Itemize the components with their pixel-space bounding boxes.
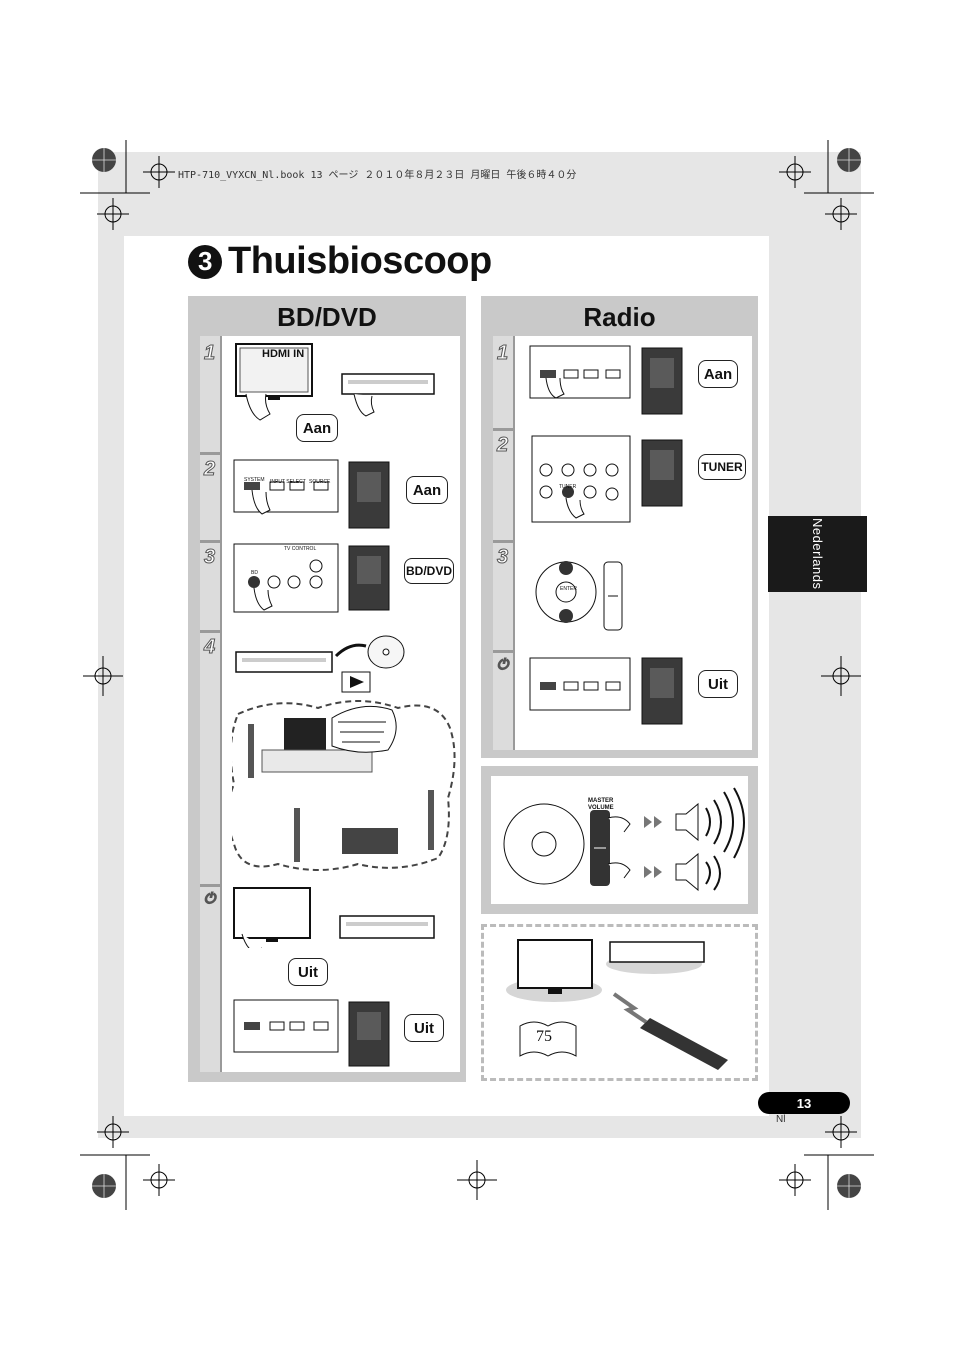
signal-icon bbox=[612, 992, 648, 1024]
hand-icon bbox=[251, 489, 271, 515]
bd-step-off-power-icon: ⏻ bbox=[203, 890, 216, 907]
remote-tune-controls bbox=[535, 561, 623, 631]
hand-icon bbox=[353, 393, 375, 417]
speaker-quiet-icon bbox=[675, 852, 699, 892]
reference-illustration bbox=[506, 939, 728, 1070]
page-title: 3 Thuisbioscoop bbox=[188, 240, 492, 283]
hand-icon bbox=[245, 393, 271, 421]
hand-icon bbox=[565, 497, 585, 519]
bd-dvd-step-strip bbox=[200, 336, 222, 1072]
bd-player-icon bbox=[609, 941, 705, 963]
bd-step-1-number: 1 bbox=[203, 342, 216, 365]
radio-step-2-number: 2 bbox=[496, 434, 509, 457]
bd-step-1-illustration bbox=[235, 343, 435, 421]
remote-system-panel bbox=[529, 657, 631, 711]
reference-panel bbox=[481, 924, 758, 1081]
page-language-code: Nl bbox=[776, 1114, 786, 1125]
hand-icon bbox=[607, 816, 631, 833]
master-volume-label: MASTER VOLUME bbox=[588, 798, 614, 811]
remote-system-panel bbox=[233, 459, 339, 515]
radio-step-1-number: 1 bbox=[496, 342, 509, 365]
language-tab: Nederlands bbox=[768, 516, 867, 592]
radio-heading: Radio bbox=[583, 302, 656, 332]
page-title-text: Thuisbioscoop bbox=[228, 240, 492, 282]
language-tab-label: Nederlands bbox=[810, 518, 825, 590]
radio-step-2-bubble: TUNER bbox=[698, 454, 746, 480]
speaker-icon bbox=[428, 790, 434, 850]
bd-button-label: BD bbox=[251, 570, 258, 576]
bd-step-3-bubble: BD/DVD bbox=[404, 558, 454, 584]
hand-icon bbox=[607, 862, 631, 879]
hand-icon bbox=[545, 377, 565, 399]
remote-control-icon bbox=[640, 1018, 728, 1070]
step-separator bbox=[493, 428, 515, 431]
remote-system-panel bbox=[529, 345, 631, 399]
bd-step-4-illustration bbox=[232, 635, 456, 871]
bd-dvd-heading: BD/DVD bbox=[277, 302, 377, 332]
radio-step-strip bbox=[493, 336, 515, 750]
bd-step-3-number: 3 bbox=[203, 546, 216, 569]
page-number: 13 bbox=[758, 1092, 850, 1114]
hdmi-in-label: HDMI IN bbox=[262, 348, 305, 360]
master-volume-illustration bbox=[503, 787, 745, 892]
radio-off-bubble: Uit bbox=[698, 670, 738, 698]
bd-step-1-bubble: Aan bbox=[296, 414, 338, 442]
remote-system-panel bbox=[233, 999, 339, 1053]
enter-label: ENTER bbox=[560, 586, 577, 592]
radio-step-off-power-icon: ⏻ bbox=[496, 656, 509, 673]
tuner-button-label: TUNER bbox=[559, 484, 577, 490]
remote-input-buttons bbox=[531, 435, 631, 523]
radio-step-1-bubble: Aan bbox=[698, 360, 738, 388]
step-separator bbox=[200, 630, 222, 633]
speaker-icon bbox=[294, 808, 300, 862]
subwoofer-icon bbox=[348, 1001, 390, 1067]
bd-dvd-panel: BD/DVD 1 2 3 4 ⏻ bbox=[188, 296, 466, 1082]
subwoofer-icon bbox=[641, 347, 683, 415]
bd-off-tv-bubble: Uit bbox=[288, 958, 328, 986]
tv-icon bbox=[517, 939, 593, 989]
hand-icon bbox=[253, 587, 273, 611]
bd-dvd-panel-body: 1 2 3 4 ⏻ bbox=[200, 336, 460, 1072]
radio-step-3-number: 3 bbox=[496, 546, 509, 569]
bd-player-icon bbox=[339, 915, 435, 939]
step-separator bbox=[493, 540, 515, 543]
tv-icon bbox=[233, 887, 311, 939]
step-separator bbox=[200, 452, 222, 455]
subwoofer-icon bbox=[348, 461, 390, 529]
bd-off-sub-bubble: Uit bbox=[404, 1014, 444, 1042]
subwoofer-icon bbox=[641, 657, 683, 725]
title-number-badge: 3 bbox=[188, 244, 222, 279]
book-icon bbox=[519, 1021, 577, 1057]
bd-step-4-number: 4 bbox=[203, 636, 216, 659]
step-separator bbox=[200, 540, 222, 543]
subwoofer-icon bbox=[641, 439, 683, 507]
system-label: SYSTEM bbox=[244, 477, 265, 483]
sofa-icon bbox=[342, 828, 398, 854]
speaker-loud-icon bbox=[675, 802, 699, 842]
remote-input-buttons bbox=[233, 543, 339, 613]
bd-step-2-bubble: Aan bbox=[406, 476, 448, 504]
input-select-label: INPUT SELECT bbox=[270, 479, 306, 485]
subwoofer-icon bbox=[348, 545, 390, 611]
tv-icon bbox=[284, 718, 326, 754]
bd-off-illustration bbox=[233, 887, 435, 948]
print-file-header: HTP-710_VYXCN_Nl.book 13 ページ ２０１０年８月２３日 … bbox=[178, 170, 577, 181]
reference-page-number: 75 bbox=[536, 1028, 552, 1045]
tv-control-label: TV CONTROL bbox=[284, 546, 317, 552]
step-separator bbox=[200, 884, 222, 887]
step-separator bbox=[493, 650, 515, 653]
bd-step-2-number: 2 bbox=[203, 458, 216, 481]
source-label: SOURCE bbox=[309, 479, 331, 485]
hand-icon bbox=[241, 933, 262, 948]
speaker-icon bbox=[248, 724, 254, 778]
